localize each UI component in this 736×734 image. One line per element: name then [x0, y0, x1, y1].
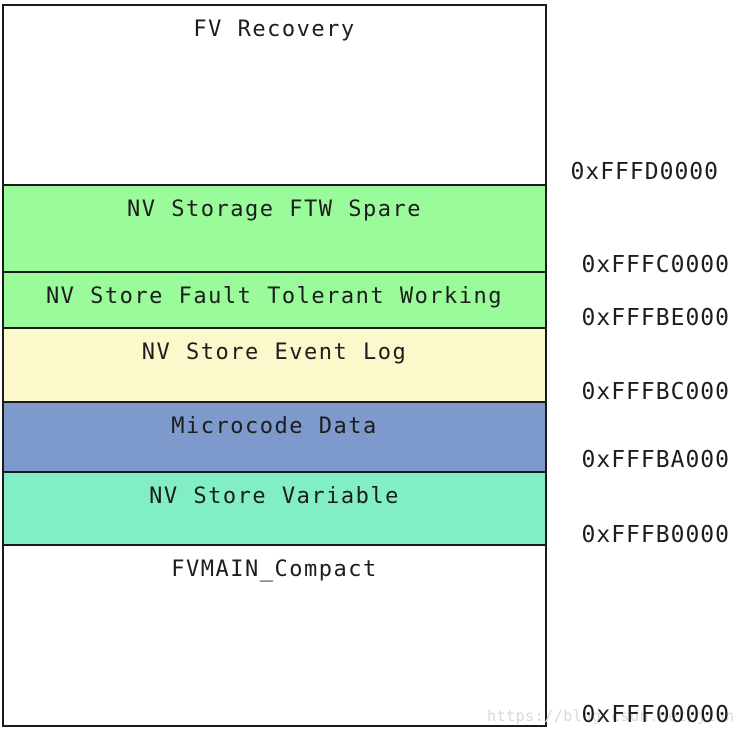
memory-region: Microcode Data: [4, 401, 545, 471]
memory-region-label: NV Storage FTW Spare: [127, 197, 422, 222]
memory-map-box: FV Recovery NV Storage FTW Spare NV Store …: [2, 4, 547, 727]
memory-region: FV Recovery: [4, 6, 545, 184]
memory-region: NV Storage FTW Spare: [4, 184, 545, 271]
address-label: 0xFFFBA000: [581, 447, 730, 473]
memory-region-label: Microcode Data: [171, 414, 378, 439]
memory-region: NV Store Event Log: [4, 327, 545, 401]
memory-region-label: NV Store Variable: [149, 484, 400, 509]
watermark-text: https://blog.csdn.net/jiangwei: [487, 707, 736, 725]
memory-region: FVMAIN_Compact: [4, 544, 545, 725]
memory-region-label: FV Recovery: [193, 17, 356, 42]
memory-region: NV Store Fault Tolerant Working: [4, 271, 545, 327]
address-label: 0xFFFD0000: [570, 159, 719, 185]
address-label: 0xFFFB0000: [581, 522, 730, 548]
memory-region: NV Store Variable: [4, 471, 545, 544]
address-label: 0xFFF00000: [581, 702, 730, 728]
address-label: 0xFFFBE000: [581, 305, 730, 331]
memory-region-label: NV Store Event Log: [141, 340, 408, 365]
address-label: 0xFFFBC000: [581, 379, 730, 405]
memory-region-label: FVMAIN_Compact: [171, 557, 378, 582]
address-label: 0xFFFC0000: [581, 252, 730, 278]
memory-region-label: NV Store Fault Tolerant Working: [45, 284, 504, 309]
